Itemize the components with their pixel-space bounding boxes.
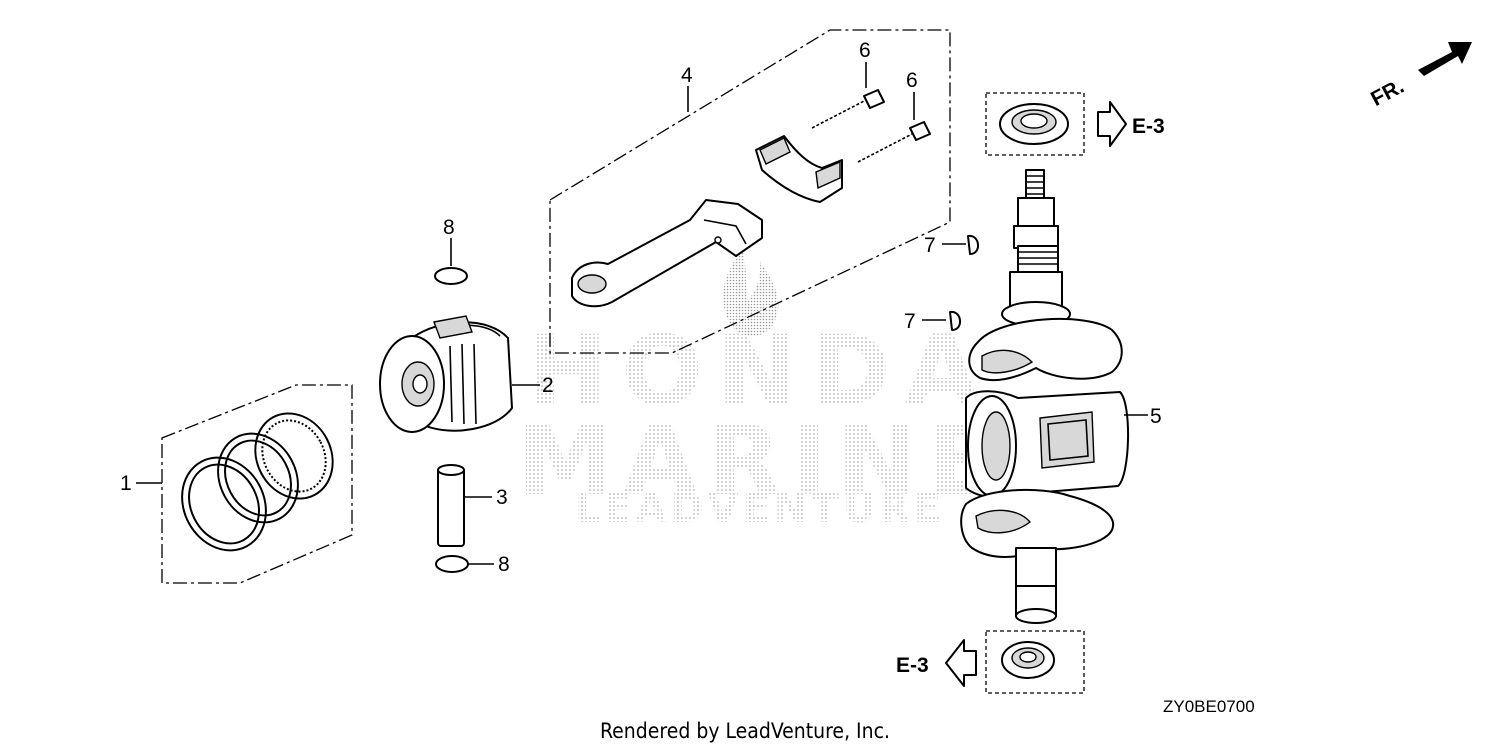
callout-1: 1 — [120, 472, 132, 495]
callout-2: 2 — [542, 374, 554, 397]
callout-7-upper: 7 — [924, 234, 936, 257]
credit-line: Rendered by LeadVenture, Inc. — [600, 719, 890, 743]
diagram-code: ZY0BE0700 — [1163, 697, 1255, 716]
arrow-left-icon — [945, 639, 977, 687]
piston-pin: 3 — [437, 464, 508, 547]
piston-pin-clip-lower: 8 — [435, 553, 510, 576]
callout-5: 5 — [1150, 405, 1162, 428]
upper-oil-seal-reference: E-3 — [985, 92, 1165, 156]
reference-top: E-3 — [1132, 115, 1165, 138]
callout-7-lower: 7 — [904, 310, 916, 333]
crankshaft: 5 — [960, 169, 1162, 624]
piston-pin-clip-upper: 8 — [434, 216, 468, 285]
conrod-group-frame — [549, 29, 951, 354]
watermark-flame-icon — [723, 248, 779, 337]
lower-oil-seal-reference: E-3 — [896, 630, 1085, 694]
direction-label: FR. — [1367, 75, 1408, 111]
connecting-rod-assembly: 4 6 6 — [549, 29, 951, 354]
watermark-line2: MARINE — [517, 405, 1002, 517]
ring-set-group-frame — [161, 384, 353, 584]
watermark-line3: LEADVENTURE — [575, 486, 946, 532]
front-direction-indicator: FR. — [1367, 42, 1472, 111]
callout-6-lower: 6 — [906, 69, 918, 92]
conrod-bolt-lower: 6 — [857, 69, 931, 163]
callout-3: 3 — [496, 486, 508, 509]
piston-ring-set: 1 — [120, 384, 353, 584]
reference-bottom: E-3 — [896, 654, 929, 677]
conrod-bolt-upper: 6 — [811, 39, 885, 129]
woodruff-key-lower: 7 — [904, 310, 961, 333]
callout-4: 4 — [681, 64, 693, 87]
callout-8-lower: 8 — [498, 553, 510, 576]
arrow-right-icon — [1097, 101, 1127, 147]
callout-8-upper: 8 — [443, 216, 455, 239]
upper-seal-frame — [985, 92, 1085, 156]
watermark: HONDA MARINE LEADVENTURE — [517, 248, 1002, 532]
lower-seal-frame — [985, 630, 1085, 694]
woodruff-key-upper: 7 — [924, 234, 979, 257]
front-arrow-icon — [1418, 42, 1472, 76]
piston: 2 — [379, 315, 554, 433]
callout-6-upper: 6 — [859, 39, 871, 62]
